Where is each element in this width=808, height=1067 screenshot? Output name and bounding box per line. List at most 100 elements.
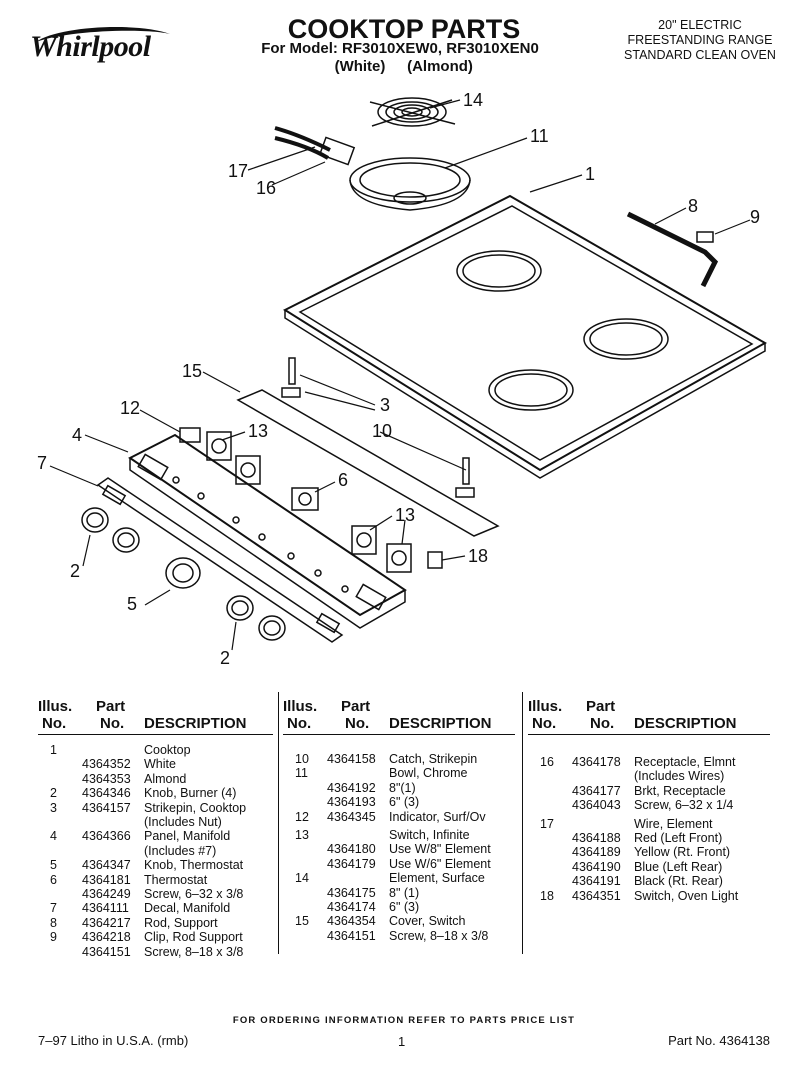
range-line-2: FREESTANDING RANGE [627, 33, 773, 47]
row-description: Knob, Burner (4) [144, 786, 237, 801]
header-illus-no: No. [287, 715, 312, 732]
row-description: Red (Left Front) [634, 831, 723, 845]
header-part-no: No. [100, 715, 125, 732]
row-description: Clip, Rod Support [144, 930, 243, 945]
row-description: Knob, Thermostat [144, 858, 244, 873]
callout-9: 9 [750, 207, 761, 227]
leader-lines [49, 99, 751, 651]
row-description: Switch, Infinite [389, 828, 470, 842]
row-part: 4364191 [572, 874, 621, 889]
page-title: COOKTOP PARTS [287, 14, 521, 44]
row-description: Catch, Strikepin [389, 752, 478, 766]
header-illus: Illus. [528, 698, 563, 715]
row-part: 4364346 [82, 786, 131, 801]
row-part: 4364352 [82, 757, 131, 772]
callout-3: 3 [380, 395, 391, 415]
color-almond: (Almond) [407, 58, 473, 75]
row-part: 4364345 [327, 809, 376, 824]
ordering-note: FOR ORDERING INFORMATION REFER TO PARTS … [232, 1015, 576, 1026]
strikepin-parts [281, 357, 475, 498]
row-illus: 4 [50, 829, 57, 844]
callout-11: 11 [530, 126, 549, 146]
row-description: Brkt, Receptacle [634, 783, 726, 798]
row-illus: 10 [295, 752, 309, 766]
row-description: 6" (3) [389, 900, 420, 914]
row-description: Decal, Manifold [144, 901, 231, 916]
callout-7: 7 [37, 453, 48, 473]
header-rule [528, 734, 770, 735]
chrome-bowl-part [349, 157, 471, 211]
row-part: 4364354 [327, 914, 376, 929]
row-description: Wire, Element [634, 816, 713, 831]
whirlpool-swoosh-icon [36, 27, 170, 42]
column-separator [278, 692, 279, 954]
callout-5: 5 [127, 594, 138, 614]
callout-13-upper: 13 [248, 421, 269, 441]
callout-14: 14 [463, 90, 484, 110]
callout-6: 6 [338, 470, 349, 490]
row-description: 8"(1) [389, 780, 416, 795]
callout-1: 1 [585, 164, 596, 184]
row-part: 4364111 [82, 901, 129, 916]
row-illus: 11 [295, 766, 308, 781]
row-description: Rod, Support [144, 915, 218, 930]
callout-18: 18 [468, 546, 489, 566]
model-line: For Model: RF3010XEW0, RF3010XEN0 [261, 40, 539, 57]
brand-logo: Whirlpool [30, 30, 151, 63]
row-part: 4364175 [327, 885, 376, 900]
header-description: DESCRIPTION [144, 715, 247, 732]
row-illus: 7 [50, 901, 57, 916]
row-part: 4364179 [327, 856, 376, 871]
manifold-decal-part [96, 477, 344, 643]
row-description: Cover, Switch [389, 914, 466, 929]
row-part: 4364188 [572, 831, 621, 845]
manifold-panel-part [128, 433, 407, 629]
exploded-parts-diagram [49, 97, 768, 651]
row-description: White [144, 757, 176, 772]
row-part: 4364181 [82, 872, 131, 887]
row-description: 8" (1) [389, 885, 420, 900]
header-part: Part [96, 698, 126, 715]
header-illus: Illus. [38, 698, 73, 715]
row-description: (Includes Nut) [144, 815, 222, 829]
row-part: 4364249 [82, 887, 131, 901]
callout-17: 17 [228, 161, 249, 181]
column-separator [522, 692, 523, 954]
row-part: 4364180 [327, 842, 376, 857]
row-illus: 12 [295, 809, 309, 824]
row-part: 4364151 [82, 944, 131, 959]
header-illus: Illus. [283, 698, 318, 715]
row-part: 4364190 [572, 859, 621, 874]
header-illus-no: No. [42, 715, 67, 732]
row-part: 4364174 [327, 900, 376, 914]
row-illus: 3 [50, 800, 57, 815]
row-illus: 1 [50, 743, 57, 757]
row-illus: 14 [295, 871, 309, 886]
support-rod-part [626, 211, 719, 288]
row-description: Panel, Manifold [144, 829, 231, 844]
callout-2-upper: 2 [70, 561, 81, 581]
callout-2-lower: 2 [220, 648, 231, 668]
row-description: Screw, 6–32 x 1/4 [634, 798, 734, 813]
receptacle-part [274, 126, 356, 166]
callout-10: 10 [372, 421, 393, 441]
switch-cover-part [236, 389, 500, 537]
surface-element-part [369, 97, 456, 127]
callout-4: 4 [72, 425, 83, 445]
header-description: DESCRIPTION [634, 715, 737, 732]
row-part: 4364158 [327, 752, 376, 766]
page-number: 1 [398, 1034, 406, 1049]
row-description: Bowl, Chrome [389, 766, 468, 781]
row-part: 4364192 [327, 780, 376, 795]
row-part: 4364353 [82, 771, 131, 786]
row-illus: 8 [50, 915, 57, 930]
row-part: 4364193 [327, 795, 376, 810]
header-rule [38, 734, 273, 735]
row-part: 4364043 [572, 798, 621, 813]
row-part: 4364217 [82, 915, 131, 930]
row-description: 6" (3) [389, 795, 420, 810]
header-part: Part [341, 698, 371, 715]
header-part-no: No. [345, 715, 370, 732]
range-description: 20" ELECTRIC FREESTANDING RANGE STANDARD… [600, 18, 800, 63]
